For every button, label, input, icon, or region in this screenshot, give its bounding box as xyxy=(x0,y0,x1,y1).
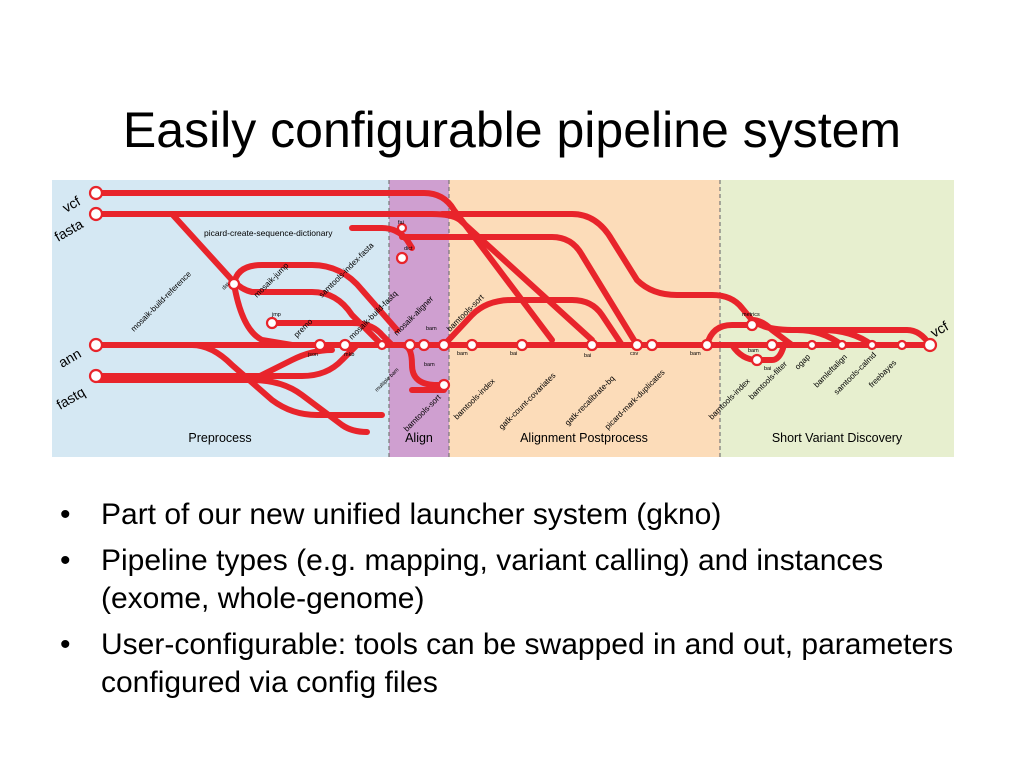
station xyxy=(403,338,417,352)
station xyxy=(338,338,352,352)
fastq-line xyxy=(93,342,360,379)
lower-cross-line xyxy=(189,342,385,418)
station xyxy=(750,353,764,367)
file-label: csv xyxy=(630,351,639,357)
jump-loop-line xyxy=(231,281,295,348)
bullet-item: • Pipeline types (e.g. mapping, variant c… xyxy=(60,542,980,618)
file-label: json xyxy=(307,352,318,358)
pipeline-diagram: vcf fasta ann fastq vcf picard-create-se… xyxy=(52,180,954,457)
bullet-dot: • xyxy=(60,498,71,531)
file-label: mkb xyxy=(344,352,354,358)
filter-dip-line xyxy=(729,342,787,363)
file-label: fai xyxy=(398,220,404,226)
station xyxy=(227,277,241,291)
section-label: Preprocess xyxy=(188,431,251,445)
bullet-text: Part of our new unified launcher system … xyxy=(101,498,722,531)
station xyxy=(745,318,759,332)
fai-line xyxy=(349,225,415,251)
station xyxy=(700,338,714,352)
fastq-lower-line xyxy=(93,377,370,435)
station xyxy=(437,378,451,392)
station xyxy=(515,338,529,352)
station xyxy=(265,316,279,330)
dict-line xyxy=(399,234,640,348)
file-label: dat xyxy=(221,281,231,291)
pipeline-lines xyxy=(93,190,933,435)
file-label: bai xyxy=(584,353,591,359)
file-label: metrics xyxy=(742,312,760,318)
station xyxy=(765,338,779,352)
section-alignment-postprocess xyxy=(449,180,720,457)
bullet-item: • User-configurable: tools can be swapped… xyxy=(60,626,980,702)
input-station-vcf xyxy=(88,185,104,201)
station xyxy=(395,251,409,265)
station xyxy=(396,222,408,234)
file-label: bam xyxy=(748,348,759,354)
bullet-dot: • xyxy=(60,628,71,661)
file-label: bai xyxy=(510,351,517,357)
premo-line xyxy=(269,320,395,348)
file-label: bam xyxy=(426,326,437,332)
bullet-text: User-configurable: tools can be swapped … xyxy=(101,628,954,699)
file-label: bam xyxy=(424,362,435,368)
tool-label: picard-create-sequence-dictionary xyxy=(204,228,333,238)
station xyxy=(806,339,818,351)
bullet-list: • Part of our new unified launcher system… xyxy=(60,496,980,710)
station xyxy=(866,339,878,351)
input-station-fastq xyxy=(88,368,104,384)
station xyxy=(585,338,599,352)
output-station-vcf xyxy=(922,337,938,353)
input-station-fasta xyxy=(88,206,104,222)
station xyxy=(465,338,479,352)
station xyxy=(376,339,388,351)
station xyxy=(313,338,327,352)
station xyxy=(836,339,848,351)
bullet-text: Pipeline types (e.g. mapping, variant ca… xyxy=(101,544,884,615)
file-label: bam xyxy=(457,351,468,357)
output-label-vcf: vcf xyxy=(928,318,952,341)
station xyxy=(896,339,908,351)
bullet-item: • Part of our new unified launcher system… xyxy=(60,496,980,534)
section-label: Alignment Postprocess xyxy=(520,431,648,445)
slide-title: Easily configurable pipeline system xyxy=(122,101,902,158)
section-preprocess xyxy=(52,180,389,457)
input-station-ann xyxy=(88,337,104,353)
station xyxy=(645,338,659,352)
station xyxy=(437,338,451,352)
fasta-output-line xyxy=(439,211,933,348)
pipeline-svg: vcf fasta ann fastq vcf picard-create-se… xyxy=(52,180,954,457)
station xyxy=(630,338,644,352)
section-label: Short Variant Discovery xyxy=(772,431,903,445)
file-label: bai xyxy=(764,366,771,372)
station xyxy=(417,338,431,352)
station-nodes xyxy=(88,185,938,392)
file-label: dict xyxy=(404,246,413,252)
lower-cross-line-2 xyxy=(249,347,335,383)
jump-line xyxy=(231,262,400,333)
file-label: bam xyxy=(690,351,701,357)
section-label: Align xyxy=(405,431,433,445)
bullet-dot: • xyxy=(60,544,71,577)
input-label-vcf: vcf xyxy=(60,193,84,216)
sort-up-line xyxy=(441,297,625,348)
file-label: jmp xyxy=(271,312,281,318)
vcf-line xyxy=(93,190,555,343)
